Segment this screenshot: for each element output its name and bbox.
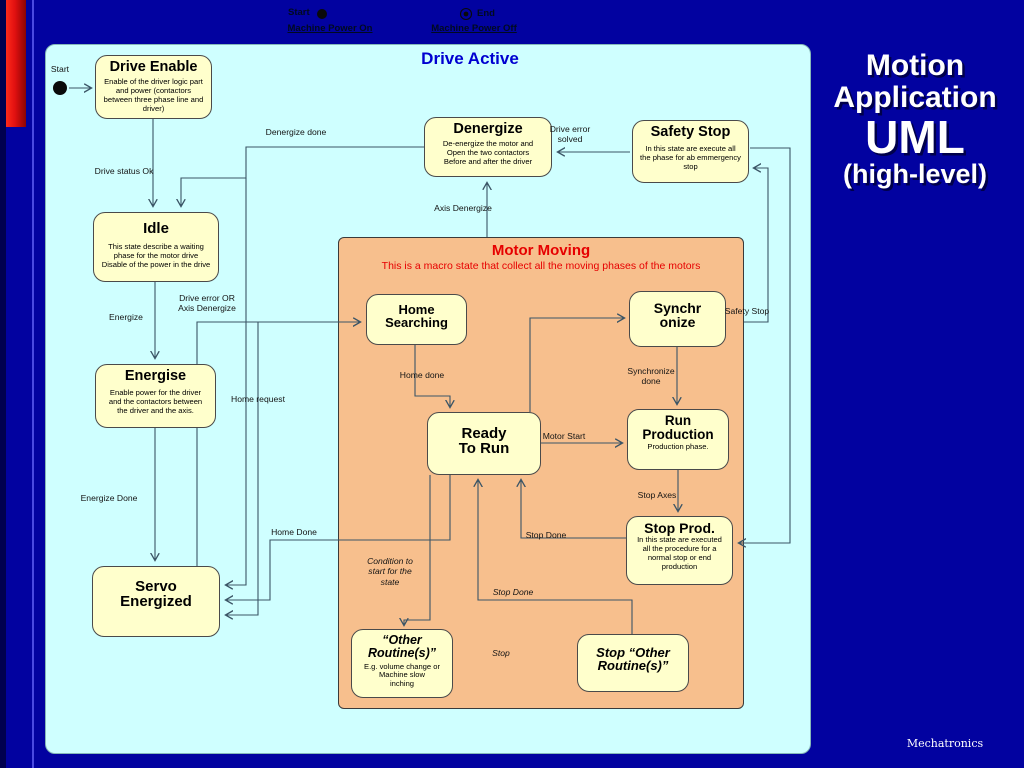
top-machine-power-off: Machine Power Off — [431, 23, 517, 34]
red-accent-bar — [6, 0, 26, 127]
state-drive-enable: Drive Enable Enable of the driver logic … — [95, 55, 212, 119]
edge-label-denergize-done: Denergize done — [265, 127, 327, 137]
top-start-dot — [317, 9, 327, 19]
top-end-label: End — [477, 8, 495, 19]
state-title: Ready To Run — [458, 425, 510, 458]
state-title: Denergize — [453, 121, 523, 137]
state-title: Run Production — [642, 413, 714, 442]
state-title: Stop “Other Routine(s)” — [596, 645, 670, 674]
state-title: “Other Routine(s)” — [367, 633, 437, 660]
top-end-dot — [463, 11, 469, 17]
state-title: Idle — [143, 220, 169, 237]
edge-label-condition-to-start: Condition to start for the state — [367, 556, 413, 587]
top-start-label: Start — [288, 7, 310, 18]
edge-label-home-done-outer: Home Done — [271, 527, 317, 537]
state-body: Production phase. — [647, 441, 709, 451]
edge-label-energize-done: Energize Done — [80, 493, 138, 503]
state-body: Enable power for the driver and the cont… — [108, 387, 203, 415]
slide-title-block: Motion Application UML (high-level) — [812, 50, 1018, 188]
edge-label-axis-denergize: Axis Denergize — [434, 203, 492, 213]
edge-label-synchronize-done: Synchronize done — [627, 366, 675, 387]
edge-label-motor-start: Motor Start — [542, 431, 586, 441]
state-body: Enable of the driver logic part and powe… — [103, 76, 204, 113]
diagram-title: Drive Active — [421, 49, 519, 68]
state-stop-prod: Stop Prod. In this state are executed al… — [626, 516, 733, 585]
edge-label-stop-axes: Stop Axes — [637, 490, 677, 500]
slide-title-line1: Motion — [865, 49, 965, 82]
state-body: In this state are execute all the phase … — [640, 143, 741, 171]
brand-footer: Mechatronics — [906, 737, 984, 750]
edge-label-stop-done-upper: Stop Done — [525, 530, 567, 540]
state-title: Energise — [124, 368, 187, 384]
edge-label-start: Start — [50, 64, 70, 74]
edge-label-drive-error-or-axis-denergize: Drive error OR Axis Denergize — [178, 293, 236, 314]
state-idle: Idle This state describe a waiting phase… — [93, 212, 219, 282]
state-title: Servo Energized — [120, 578, 192, 611]
edge-label-stop-done-lower: Stop Done — [492, 587, 534, 597]
left-edge-strip — [0, 0, 6, 768]
state-body: This state describe a waiting phase for … — [101, 242, 211, 270]
edge-label-home-request: Home request — [231, 394, 285, 404]
state-title: Synchr onize — [653, 300, 702, 331]
state-title: Drive Enable — [109, 59, 198, 75]
edge-label-drive-error-solved: Drive error solved — [549, 124, 591, 145]
state-ready-to-run: Ready To Run — [427, 412, 541, 475]
state-other-routines: “Other Routine(s)” E.g. volume change or… — [351, 629, 453, 698]
state-body: De-energize the motor and Open the two c… — [442, 138, 534, 166]
edge-label-stop: Stop — [492, 648, 510, 658]
state-run-production: Run Production Production phase. — [627, 409, 729, 470]
state-body: E.g. volume change or Machine slow inchi… — [364, 661, 440, 689]
state-safety-stop: Safety Stop In this state are execute al… — [632, 120, 749, 183]
state-title: Stop Prod. — [644, 520, 715, 536]
state-energise: Energise Enable power for the driver and… — [95, 364, 216, 428]
edge-label-home-done-inner: Home done — [399, 370, 445, 380]
macro-state-title: Motor Moving — [491, 242, 591, 259]
slide-title-line2: Application — [833, 80, 997, 114]
top-end-ring — [459, 7, 473, 21]
macro-state-subtitle: This is a macro state that collect all t… — [381, 260, 701, 272]
state-body: In this state are executed all the proce… — [637, 535, 722, 572]
state-synchronize: Synchr onize — [629, 291, 726, 347]
state-stop-other-routines: Stop “Other Routine(s)” — [577, 634, 689, 692]
edge-label-safety-stop: Safety Stop — [724, 306, 770, 316]
slide-title-line3: UML — [865, 110, 965, 163]
state-title: Safety Stop — [650, 124, 731, 140]
state-servo-energized: Servo Energized — [92, 566, 220, 637]
state-home-searching: Home Searching — [366, 294, 467, 345]
state-title: Home Searching — [385, 302, 448, 331]
left-accent-line — [32, 0, 34, 768]
state-denergize: Denergize De-energize the motor and Open… — [424, 117, 552, 177]
edge-label-energize: Energize — [109, 312, 143, 322]
edge-label-drive-status-ok: Drive status Ok — [94, 166, 154, 176]
top-machine-power-on: Machine Power On — [287, 23, 373, 34]
slide-title-line4: (high-level) — [842, 158, 987, 189]
